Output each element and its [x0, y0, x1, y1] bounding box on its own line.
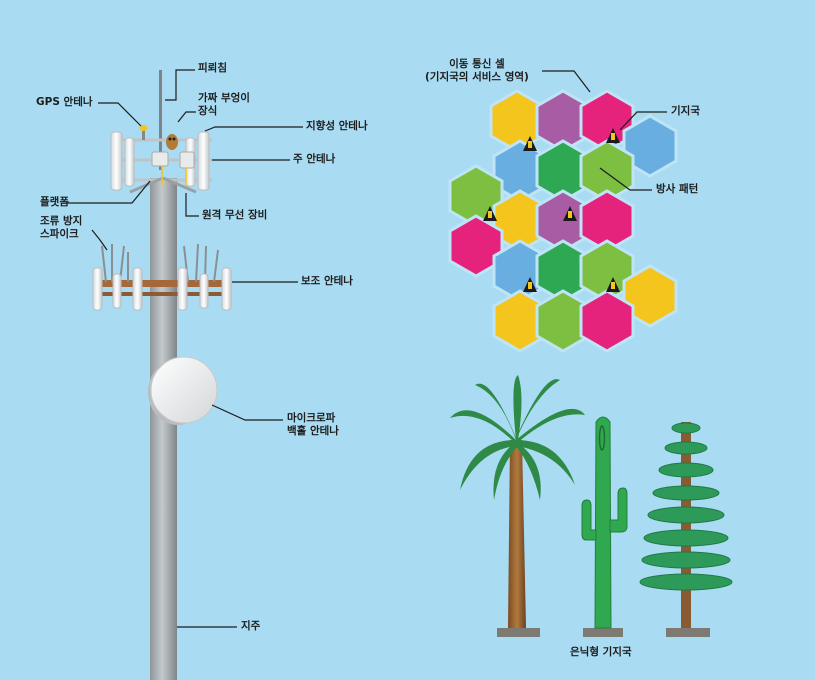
label-base-station: 기지국	[671, 105, 700, 117]
cell-hexagon	[579, 189, 635, 253]
base-station-icon	[563, 206, 577, 221]
cell-grid	[448, 89, 678, 353]
cactus-tower	[581, 416, 628, 637]
label-mobile-cell: 이동 통신 셀 (기지국의 서비스 영역)	[425, 58, 529, 84]
cell-hexagon	[579, 289, 635, 353]
base-station-icon	[523, 277, 537, 292]
lightning-rod	[159, 70, 162, 170]
tower-pole	[150, 178, 177, 680]
base-station-icon	[606, 128, 620, 143]
label-platform: 플랫폼	[40, 196, 69, 208]
label-directional-antenna: 지향성 안테나	[306, 120, 368, 132]
gps-antenna	[139, 125, 148, 140]
hex-leader-lines	[542, 70, 667, 191]
label-microwave-backhaul: 마이크로파 백홀 안테나	[287, 412, 339, 438]
pine-tree-tower	[639, 422, 733, 637]
label-remote-radio: 원격 무선 장비	[202, 209, 268, 221]
label-main-antenna: 주 안테나	[293, 153, 336, 165]
base-station-icon	[606, 277, 620, 292]
fake-owl-decoration	[166, 134, 178, 150]
microwave-dish	[148, 356, 218, 425]
base-station-icon	[483, 206, 497, 221]
remote-radio-units	[151, 151, 195, 186]
label-fake-owl: 가짜 부엉이 장식	[198, 92, 250, 118]
camouflage-towers	[450, 375, 733, 637]
label-camouflage: 은닉형 기지국	[570, 646, 632, 658]
label-gps-antenna: GPS 안테나	[36, 96, 93, 108]
label-pole: 지주	[241, 620, 261, 632]
palm-tree-tower	[450, 375, 585, 637]
label-aux-antenna: 보조 안테나	[301, 275, 353, 287]
tower-leader-lines	[66, 69, 303, 628]
aux-antenna-ring	[92, 243, 232, 311]
label-radiation-pattern: 방사 패턴	[656, 183, 699, 195]
cell-tower	[92, 70, 232, 680]
label-lightning-rod: 피뢰침	[198, 62, 227, 74]
base-station-icon	[523, 136, 537, 151]
label-bird-spikes: 조류 방지 스파이크	[40, 215, 83, 241]
